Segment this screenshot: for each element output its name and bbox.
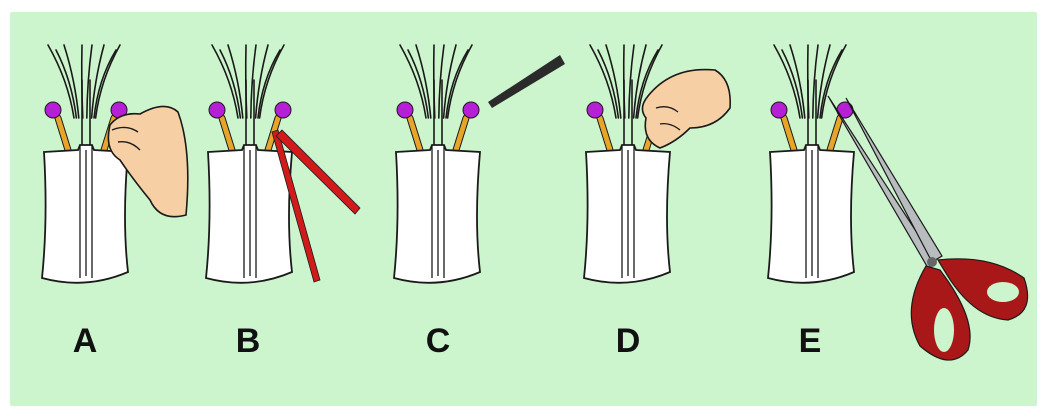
- stigma-head-right: [275, 102, 291, 118]
- panel-label-e: E: [780, 322, 840, 361]
- leaf-sheath: [768, 145, 854, 283]
- stigma-head-left: [587, 102, 603, 118]
- leaf-sheath: [42, 145, 128, 283]
- stigma-head-left: [209, 102, 225, 118]
- panel-label-d: D: [598, 322, 658, 361]
- stigma-head-right: [463, 102, 479, 118]
- stigma-head-left: [397, 102, 413, 118]
- pivot: [927, 257, 937, 267]
- handle-hole-1: [934, 308, 954, 352]
- panel-label-c: C: [408, 322, 468, 361]
- stigma-head-left: [771, 102, 787, 118]
- handle-hole-2: [987, 282, 1019, 302]
- panel-label-a: A: [55, 322, 115, 361]
- stigma-head-left: [45, 102, 61, 118]
- leaf-sheath: [584, 145, 670, 283]
- panel-label-b: B: [218, 322, 278, 361]
- leaf-sheath: [206, 145, 292, 283]
- leaf-sheath: [394, 145, 480, 283]
